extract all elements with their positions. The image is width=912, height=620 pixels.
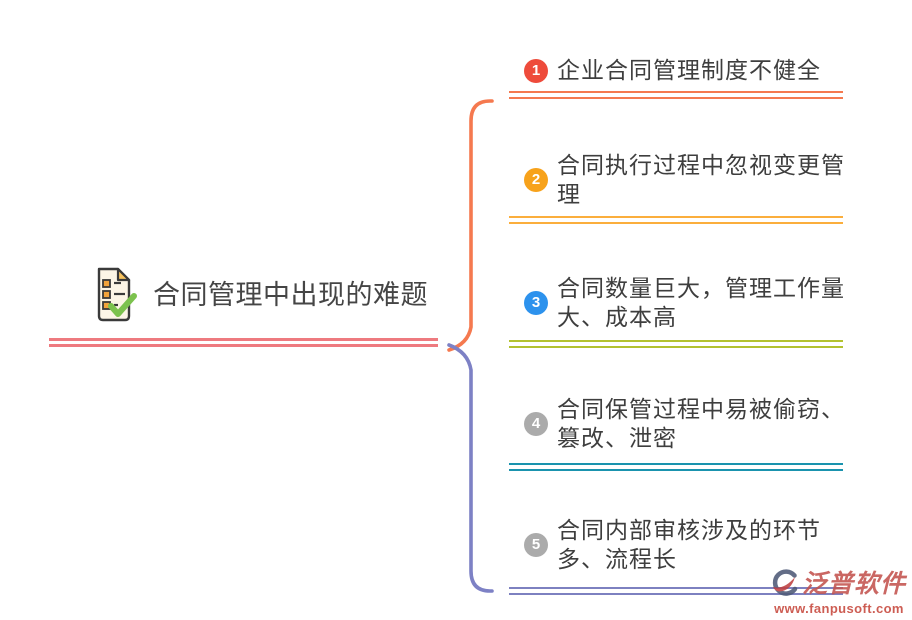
branch-topic-4[interactable]: 4 合同保管过程中易被偷窃、篡改、泄密 bbox=[509, 395, 849, 453]
branch-label: 合同数量巨大，管理工作量大、成本高 bbox=[557, 275, 845, 330]
number-badge-2: 2 bbox=[524, 168, 548, 192]
central-topic-title: 合同管理中出现的难题 bbox=[153, 280, 428, 310]
branch-underline-3 bbox=[509, 340, 843, 348]
branch-topic-3[interactable]: 3 合同数量巨大，管理工作量大、成本高 bbox=[509, 274, 849, 332]
watermark-brand: 泛普软件 bbox=[802, 570, 907, 598]
branch-label: 合同执行过程中忽视变更管理 bbox=[557, 152, 845, 207]
branch-topic-1[interactable]: 1 企业合同管理制度不健全 bbox=[509, 56, 849, 85]
number-badge-1: 1 bbox=[524, 58, 548, 83]
branch-underline-5 bbox=[509, 587, 843, 595]
branch-label: 合同内部审核涉及的环节多、流程长 bbox=[557, 517, 821, 572]
branch-topic-2[interactable]: 2 合同执行过程中忽视变更管理 bbox=[509, 151, 849, 209]
lower-brace-curve bbox=[447, 343, 494, 593]
number-badge-5: 5 bbox=[524, 533, 548, 557]
branch-label: 企业合同管理制度不健全 bbox=[557, 57, 821, 83]
number-badge-4: 4 bbox=[524, 412, 548, 436]
watermark[interactable]: 泛普软件 www.fanpusoft.com bbox=[770, 564, 912, 616]
branch-underline-2 bbox=[509, 216, 843, 224]
branch-topic-5[interactable]: 5 合同内部审核涉及的环节多、流程长 bbox=[509, 516, 849, 574]
branch-label: 合同保管过程中易被偷窃、篡改、泄密 bbox=[557, 396, 845, 451]
central-topic-underline bbox=[49, 338, 438, 347]
upper-brace-curve bbox=[447, 99, 494, 352]
number-badge-3: 3 bbox=[524, 291, 548, 315]
fanpu-logo-icon bbox=[772, 569, 798, 596]
branch-underline-4 bbox=[509, 463, 843, 471]
document-checklist-icon bbox=[97, 267, 137, 322]
watermark-url[interactable]: www.fanpusoft.com bbox=[774, 601, 904, 616]
central-topic[interactable]: 合同管理中出现的难题 bbox=[91, 266, 428, 324]
branch-underline-1 bbox=[509, 91, 843, 99]
